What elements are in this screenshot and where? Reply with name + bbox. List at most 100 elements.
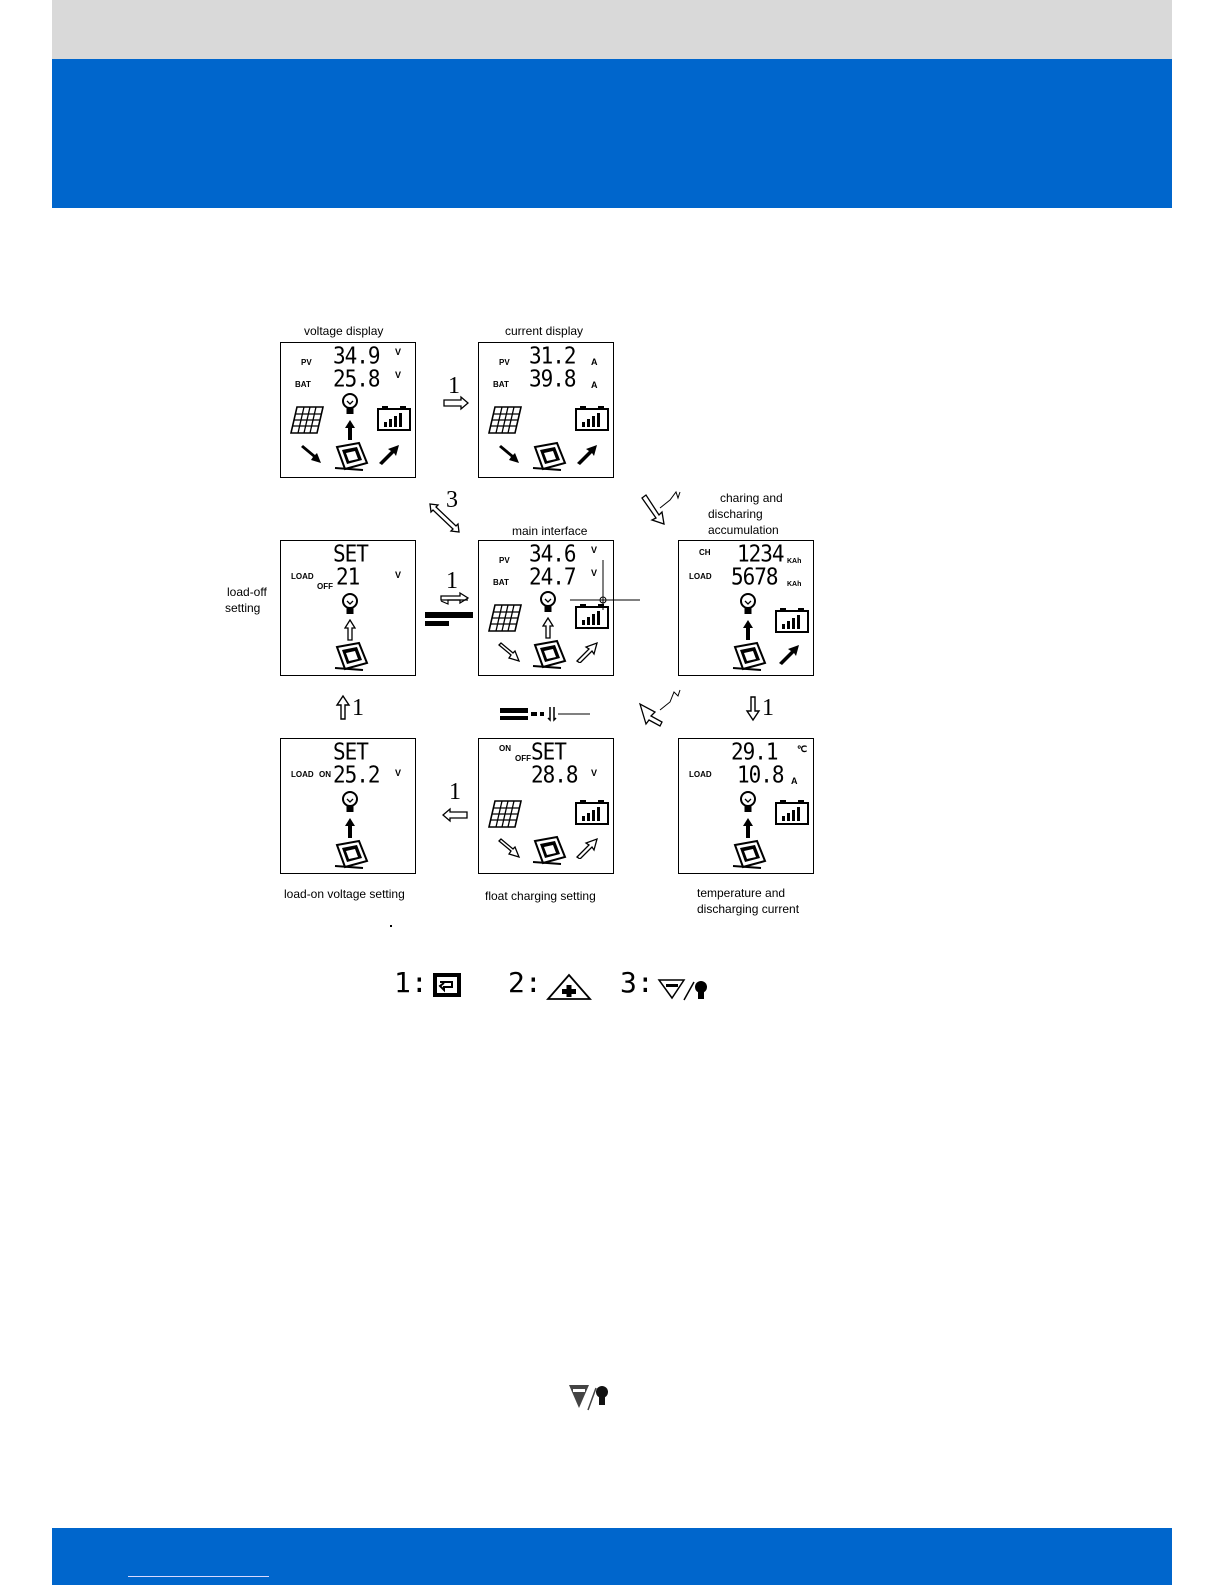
lcd-main-interface: PV 34.6 V BAT 24.7 V — [478, 540, 614, 676]
caption-accum-line3: accumulation — [708, 523, 779, 537]
diagonal-double-arrow-icon — [429, 503, 460, 533]
bulb-icon — [341, 593, 359, 617]
panel-flow-arrow-outline-icon — [497, 641, 521, 663]
pv-current-unit: A — [591, 357, 598, 367]
bulb-icon — [739, 593, 757, 617]
long-press-bars-icon — [425, 612, 473, 626]
caption-voltage-display: voltage display — [304, 324, 384, 338]
down-load-key-icon — [569, 1385, 608, 1411]
header-blue-band — [52, 59, 1172, 208]
load-label: LOAD — [291, 572, 314, 581]
caption-float-charging-setting: float charging setting — [485, 889, 596, 903]
pv-label: PV — [499, 358, 510, 367]
controller-icon — [333, 441, 369, 471]
caption-temp-line2: discharging current — [697, 902, 800, 916]
up-arrow-outline-icon — [542, 617, 554, 639]
legend-key-2: 2: — [508, 966, 542, 999]
battery-flow-arrow-outline-icon — [575, 837, 599, 859]
diagonal-arrow-2-icon — [641, 490, 681, 525]
stray-dot — [390, 925, 392, 927]
legend-key-3: 3: — [620, 966, 654, 999]
up-arrow-icon — [742, 817, 754, 839]
diagonal-arrow-2-back-icon — [638, 689, 681, 727]
bat-current-unit: A — [591, 380, 598, 390]
on-label: ON — [319, 770, 331, 779]
off-label: OFF — [515, 754, 531, 763]
transition-number: 1 — [448, 373, 460, 399]
controller-icon — [531, 441, 567, 471]
caption-main-interface: main interface — [512, 524, 588, 538]
legend-key-1: 1: — [394, 966, 428, 999]
lcd-charging-accumulation: CH 1234 KAh LOAD 5678 KAh — [678, 540, 814, 676]
transition-number: 1 — [762, 695, 774, 721]
battery-icon — [775, 799, 809, 825]
bat-label: BAT — [493, 578, 509, 587]
battery-flow-arrow-outline-icon — [575, 641, 599, 663]
crosshair-mark — [570, 560, 640, 610]
load-on-unit: V — [395, 768, 402, 778]
controller-icon — [731, 641, 767, 671]
pv-label: PV — [301, 358, 312, 367]
panel-flow-arrow-icon — [497, 443, 521, 465]
load-on-voltage-value: 25.2 — [333, 761, 381, 789]
load-ah-unit: KAh — [787, 581, 802, 588]
long-press-down-arrow-icon — [500, 707, 590, 722]
pv-unit: V — [395, 347, 402, 357]
battery-icon — [575, 799, 609, 825]
pv-label: PV — [499, 556, 510, 565]
left-arrow-icon — [442, 807, 468, 823]
caption-accum-line1: charing and — [720, 491, 783, 505]
bat-current-value: 39.8 — [529, 365, 577, 393]
off-label: OFF — [317, 582, 333, 591]
load-off-voltage-value: 21 — [336, 563, 360, 591]
bat-label: BAT — [295, 380, 311, 389]
load-off-unit: V — [395, 570, 402, 580]
bat-label: BAT — [493, 380, 509, 389]
lcd-current-display: PV 31.2 A BAT 39.8 A — [478, 342, 614, 478]
solar-panel-icon — [487, 799, 523, 829]
transition-number: 1 — [352, 695, 364, 721]
footer-underline — [128, 1576, 269, 1577]
charge-ah-value: 1234 — [737, 540, 785, 568]
lcd-voltage-display: PV 34.9 V BAT 25.8 V — [280, 342, 416, 478]
float-voltage-unit: V — [591, 768, 598, 778]
caption-temp-line1: temperature and — [697, 886, 786, 900]
up-arrow-outline-icon — [344, 619, 356, 641]
discharge-current-value: 10.8 — [737, 761, 785, 789]
lcd-load-off-setting: SET LOAD OFF 21 V — [280, 540, 416, 676]
enter-button-icon — [433, 973, 461, 997]
pv-unit: V — [591, 545, 598, 555]
bulb-icon — [341, 791, 359, 815]
set-indicator: SET — [333, 738, 369, 766]
pv-voltage-value: 34.9 — [333, 342, 381, 370]
battery-icon — [377, 405, 411, 431]
down-arrow-transition-icon — [745, 696, 761, 722]
caption-load-on-setting: load-on voltage setting — [284, 887, 405, 901]
controller-icon — [731, 839, 767, 869]
up-arrow-transition-icon — [335, 694, 351, 720]
panel-flow-arrow-icon — [299, 443, 323, 465]
bulb-icon — [739, 791, 757, 815]
solar-panel-icon — [487, 603, 523, 633]
caption-load-off-line2: setting — [225, 601, 261, 615]
load-label: LOAD — [689, 770, 712, 779]
set-indicator: SET — [333, 540, 369, 568]
on-label: ON — [499, 744, 511, 753]
transition-number: 3 — [446, 487, 458, 513]
temperature-value: 29.1 — [731, 738, 779, 766]
temperature-unit: ℃ — [797, 744, 808, 754]
load-ah-value: 5678 — [731, 563, 779, 591]
caption-load-off-line1: load-off — [227, 585, 267, 599]
solar-panel-icon — [487, 405, 523, 435]
caption-current-display: current display — [505, 324, 584, 338]
battery-icon — [575, 405, 609, 431]
down-load-button-icon — [657, 979, 707, 1001]
solar-panel-icon — [289, 405, 325, 435]
up-arrow-icon — [742, 619, 754, 641]
lcd-float-charging-setting: ON OFF SET 28.8 V — [478, 738, 614, 874]
transition-number: 1 — [449, 779, 461, 805]
double-arrow-icon — [440, 591, 470, 605]
panel-flow-arrow-outline-icon — [497, 837, 521, 859]
pv-current-value: 31.2 — [529, 342, 577, 370]
controller-icon — [531, 639, 567, 669]
